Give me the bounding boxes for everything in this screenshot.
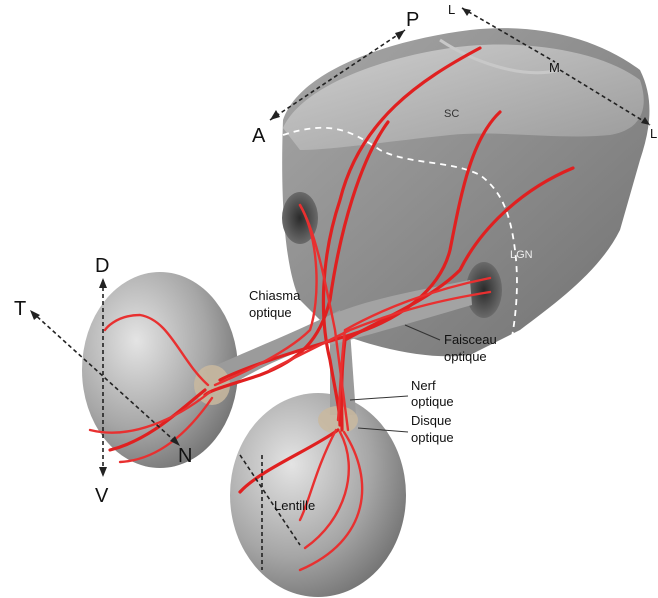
axis-label-d: D xyxy=(95,255,109,277)
axis-label-p: P xyxy=(406,9,419,31)
right-eye xyxy=(230,393,406,597)
label-faisceau-1: Faisceau xyxy=(444,332,497,347)
axis-label-t: T xyxy=(14,298,26,320)
label-disque-2: optique xyxy=(411,430,454,445)
axis-label-l-right: L xyxy=(650,126,657,141)
label-sc: SC xyxy=(444,108,459,120)
label-faisceau-2: optique xyxy=(444,349,487,364)
label-nerf-1: Nerf xyxy=(411,378,436,393)
label-lentille: Lentille xyxy=(274,498,315,513)
axis-label-n: N xyxy=(178,445,192,467)
axis-label-l-top: L xyxy=(448,2,455,17)
label-chiasma-2: optique xyxy=(249,305,292,320)
axis-label-m: M xyxy=(549,60,560,75)
label-disque-1: Disque xyxy=(411,413,451,428)
label-chiasma-1: Chiasma xyxy=(249,288,301,303)
label-nerf-2: optique xyxy=(411,394,454,409)
axis-label-a: A xyxy=(252,125,266,147)
right-lgn-hole xyxy=(466,262,502,318)
axis-label-v: V xyxy=(95,485,109,507)
label-lgn: LGN xyxy=(510,249,533,261)
